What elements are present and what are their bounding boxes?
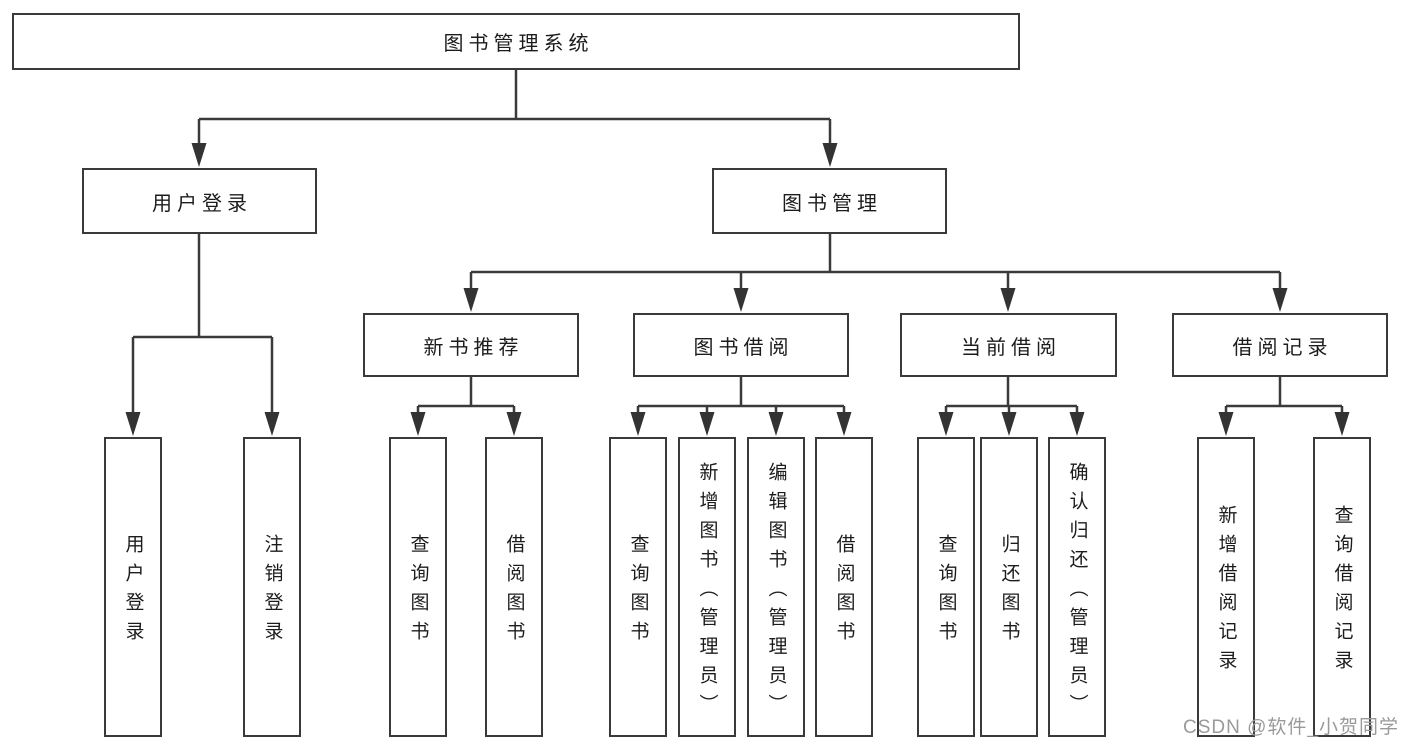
- leaf-current-query-books-label: 查询图书: [935, 534, 957, 650]
- leaf-user-login-label: 用户登录: [122, 534, 144, 650]
- leaf-user-login: 用户登录: [104, 437, 162, 737]
- node-user-login: 用户登录: [82, 168, 317, 234]
- connector-current-borrow-to-leaves: [938, 377, 1085, 436]
- leaf-records-query-record-label: 查询借阅记录: [1331, 505, 1353, 679]
- leaf-borrow-add-books-admin: 新增图书（管理员）: [678, 437, 736, 737]
- leaf-logout-label: 注销登录: [261, 534, 283, 650]
- leaf-recommend-query-books-label: 查询图书: [407, 534, 429, 650]
- connector-new-book-recommend-to-leaves: [410, 377, 522, 436]
- connector-book-borrow-to-leaves: [630, 377, 852, 436]
- leaf-borrow-edit-books-admin: 编辑图书（管理员）: [747, 437, 805, 737]
- leaf-records-add-record: 新增借阅记录: [1197, 437, 1255, 737]
- csdn-watermark: CSDN @软件_小贺同学: [1183, 717, 1399, 738]
- leaf-borrow-query-books-label: 查询图书: [627, 534, 649, 650]
- leaf-records-query-record: 查询借阅记录: [1313, 437, 1371, 737]
- connector-book-management-to-level2: [463, 234, 1288, 312]
- leaf-current-return-books: 归还图书: [980, 437, 1038, 737]
- leaf-recommend-borrow-books: 借阅图书: [485, 437, 543, 737]
- node-book-borrow-label: 图书借阅: [693, 336, 794, 359]
- node-borrow-records: 借阅记录: [1172, 313, 1388, 377]
- leaf-recommend-borrow-books-label: 借阅图书: [503, 534, 525, 650]
- node-book-management: 图书管理: [712, 168, 947, 234]
- node-current-borrow-label: 当前借阅: [961, 336, 1061, 359]
- node-new-book-recommend: 新书推荐: [363, 313, 579, 377]
- leaf-recommend-query-books: 查询图书: [389, 437, 447, 737]
- connector-user-login-to-leaves: [125, 234, 280, 436]
- leaf-current-query-books: 查询图书: [917, 437, 975, 737]
- node-book-borrow: 图书借阅: [633, 313, 849, 377]
- leaf-borrow-edit-books-admin-label: 编辑图书（管理员）: [765, 461, 787, 723]
- connector-root-to-level1: [191, 70, 838, 167]
- leaf-records-add-record-label: 新增借阅记录: [1215, 505, 1237, 679]
- leaf-borrow-query-books: 查询图书: [609, 437, 667, 737]
- leaf-current-confirm-return-admin-label: 确认归还（管理员）: [1066, 461, 1088, 723]
- node-user-login-label: 用户登录: [152, 192, 252, 215]
- node-current-borrow: 当前借阅: [900, 313, 1117, 377]
- node-root: 图书管理系统: [12, 13, 1020, 70]
- leaf-borrow-borrow-books-label: 借阅图书: [833, 534, 855, 650]
- leaf-current-confirm-return-admin: 确认归还（管理员）: [1048, 437, 1106, 737]
- node-book-management-label: 图书管理: [782, 192, 882, 215]
- node-new-book-recommend-label: 新书推荐: [423, 336, 524, 359]
- node-root-label: 图书管理系统: [443, 33, 594, 55]
- connector-borrow-records-to-leaves: [1218, 377, 1350, 436]
- node-borrow-records-label: 借阅记录: [1232, 336, 1333, 359]
- leaf-logout: 注销登录: [243, 437, 301, 737]
- leaf-current-return-books-label: 归还图书: [998, 534, 1020, 650]
- leaf-borrow-add-books-admin-label: 新增图书（管理员）: [696, 461, 718, 723]
- leaf-borrow-borrow-books: 借阅图书: [815, 437, 873, 737]
